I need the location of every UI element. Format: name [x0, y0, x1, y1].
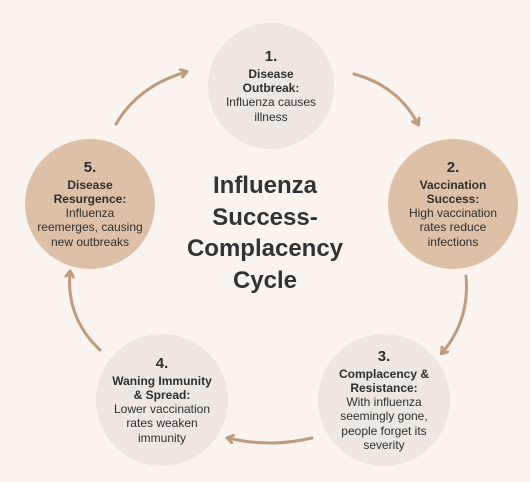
stage-3-complacency-resistance: 3. Complacency & Resistance: With influe… [318, 334, 450, 466]
stage-number: 1. [264, 48, 278, 66]
stage-4-waning-immunity: 4. Waning Immunity & Spread: Lower vacci… [96, 334, 228, 466]
stage-heading: Waning Immunity & Spread: [112, 373, 212, 403]
arrow-1-to-2 [352, 72, 418, 124]
stage-description: With influenza seemingly gone, people fo… [340, 395, 428, 452]
stage-heading: Vaccination Success: [419, 177, 487, 207]
stage-description: Influenza reemerges, causing new outbrea… [37, 206, 143, 249]
stage-heading: Disease Resurgence: [53, 177, 127, 207]
arrow-2-to-3 [442, 274, 468, 353]
stage-number: 4. [155, 355, 169, 373]
arrow-4-to-5 [70, 272, 102, 352]
stage-number: 2. [446, 159, 460, 177]
stage-heading: Complacency & Resistance: [338, 366, 430, 396]
stage-description: High vaccination rates reduce infections [408, 206, 498, 249]
stage-1-disease-outbreak: 1. Disease Outbreak: Influenza causes il… [208, 23, 334, 149]
stage-heading: Disease Outbreak: [242, 67, 300, 96]
stage-description: Lower vaccination rates weaken immunity [113, 402, 211, 445]
stage-description: Influenza causes illness [225, 95, 317, 124]
stage-number: 3. [377, 348, 391, 366]
stage-5-disease-resurgence: 5. Disease Resurgence: Influenza reemerg… [25, 139, 155, 269]
arrow-3-to-4 [228, 438, 314, 445]
stage-2-vaccination-success: 2. Vaccination Success: High vaccination… [388, 139, 518, 269]
arrow-5-to-1 [114, 72, 186, 126]
stage-number: 5. [83, 159, 97, 177]
diagram-title: Influenza Success-Complacency Cycle [186, 172, 344, 295]
